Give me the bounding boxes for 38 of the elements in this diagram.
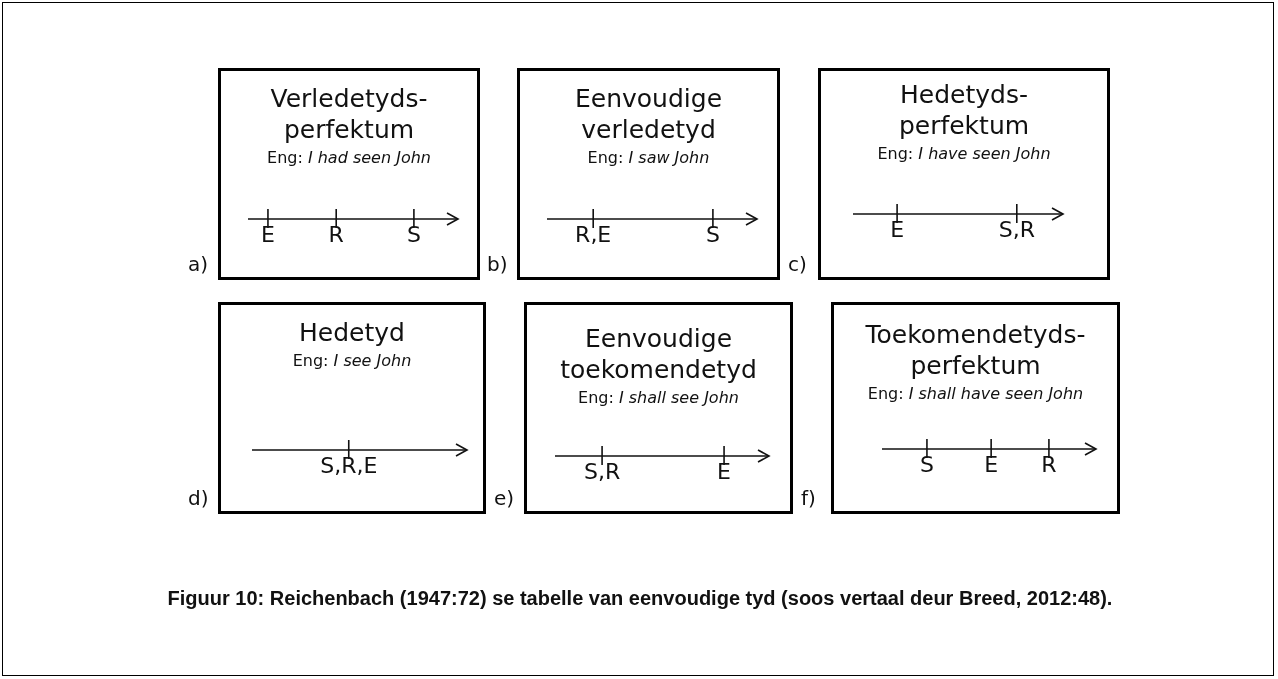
time-point-label: E [717, 460, 731, 484]
panel-letter: b) [487, 252, 508, 276]
english-example: Eng: I had seen John [267, 147, 431, 169]
time-point-label: R [1041, 453, 1057, 477]
time-point-label: S [406, 223, 421, 247]
tense-title: Eenvoudige verledetyd [574, 83, 723, 145]
panel-letter: e) [494, 486, 515, 510]
time-point-label: S,R [583, 460, 621, 484]
time-point-label: E [890, 218, 905, 242]
tense-title: Verledetyds- perfektum [269, 83, 429, 145]
tense-title: Hedetyds- perfektum [897, 79, 1031, 141]
english-example: Eng: I see John [292, 350, 412, 372]
time-point-label: R,E [575, 223, 612, 247]
time-point-label: S,R [998, 218, 1035, 242]
tense-title: Toekomendetyds- perfektum [864, 319, 1087, 381]
english-example: Eng: I have seen John [877, 143, 1051, 165]
time-point-label: S,R,E [320, 454, 378, 478]
tense-panel [524, 302, 793, 514]
time-point-label: S [919, 453, 934, 477]
tense-panel [517, 68, 780, 280]
tense-panel [218, 68, 480, 280]
english-example: Eng: I shall have seen John [867, 383, 1084, 405]
english-example: Eng: I shall see John [578, 387, 739, 409]
figure-caption: Figuur 10: Reichenbach (1947:72) se tabelle van eenvoudige tyd (soos vertaal deur Breed, 2012:48). [166, 586, 1114, 611]
time-point-label: E [261, 223, 275, 247]
time-point-label: R [328, 223, 344, 247]
tense-title: Eenvoudige toekomendetyd [559, 323, 758, 385]
tense-panel [831, 302, 1120, 514]
time-point-label: E [984, 453, 999, 477]
tense-panel [218, 302, 486, 514]
panel-letter: a) [188, 252, 209, 276]
tense-panel [818, 68, 1110, 280]
english-example: Eng: I saw John [587, 147, 710, 169]
panel-letter: d) [188, 486, 209, 510]
panel-letter: c) [788, 252, 807, 276]
time-point-label: S [705, 223, 720, 247]
tense-title: Hedetyd [298, 317, 406, 348]
panel-letter: f) [801, 486, 816, 510]
